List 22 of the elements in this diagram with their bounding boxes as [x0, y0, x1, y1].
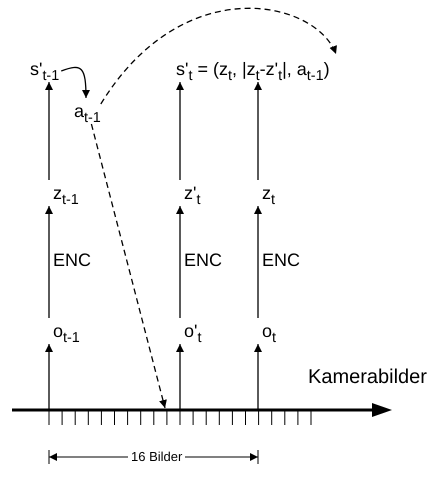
variable-label: z'$_{t}$: [174, 180, 202, 206]
arrow: [45, 344, 53, 408]
arrow: [61, 66, 90, 98]
variable-label: o$_{t}$: [252, 318, 278, 344]
variable-label: o'$_{t}$: [174, 318, 204, 344]
variable-label: a$_{t-1}$: [64, 98, 103, 124]
arrow: [176, 82, 184, 180]
variable-label: s'$_{t-1}$: [20, 56, 62, 82]
dashed-arrow: [100, 8, 337, 104]
arrow: [45, 82, 53, 180]
arrow: [254, 344, 262, 408]
arrow: [45, 206, 53, 318]
variable-label: z$_{t-1}$: [43, 180, 81, 206]
state-formula: s'$_{t}$ = (z$_{t}$, |z$_{t}$-z'$_{t}$|, a$_{t-1}$): [166, 56, 332, 82]
variable-label: z$_{t}$: [252, 180, 277, 206]
arrow: [254, 206, 262, 318]
arrow: [176, 344, 184, 408]
variable-label: o$_{t-1}$: [43, 318, 82, 344]
timeline-axis: [12, 403, 392, 417]
arrow: [176, 206, 184, 318]
dashed-arrow: [90, 124, 167, 408]
arrow: [254, 82, 262, 180]
